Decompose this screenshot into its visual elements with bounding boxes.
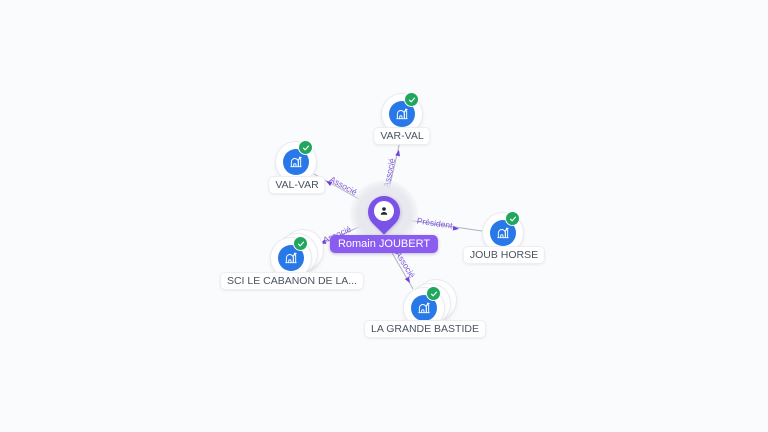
check-icon (408, 97, 415, 102)
verified-badge (404, 92, 419, 107)
company-label-val-var[interactable]: VAL-VAR (269, 177, 325, 193)
arrowhead-icon (326, 181, 333, 187)
edge-joub-horse: Président (406, 216, 483, 232)
company-label-sci-le-cabanon[interactable]: SCI LE CABANON DE LA... (220, 273, 364, 289)
person-label[interactable]: Romain JOUBERT (329, 235, 439, 253)
company-node-val-var[interactable] (276, 140, 316, 182)
company-label-var-val[interactable]: VAR-VAL (374, 128, 430, 144)
check-icon (297, 241, 304, 246)
edge-label: Associé (328, 174, 359, 197)
company-node-joub-horse[interactable] (483, 211, 523, 253)
check-icon (302, 145, 309, 150)
verified-badge (505, 211, 520, 226)
building-icon (418, 302, 430, 314)
person-pin-inner (374, 201, 394, 221)
verified-badge (298, 140, 313, 155)
person-icon (380, 207, 388, 215)
arrowhead-icon (404, 276, 410, 283)
company-label-joub-horse[interactable]: JOUB HORSE (463, 247, 545, 263)
check-icon (430, 291, 437, 296)
arrowhead-icon (452, 225, 459, 231)
verified-badge (293, 236, 308, 251)
building-icon (285, 252, 297, 264)
verified-badge (426, 286, 441, 301)
building-icon (290, 156, 302, 168)
edge-la-grande-bastide: Associé (390, 249, 417, 290)
company-label-la-grande-bastide[interactable]: LA GRANDE BASTIDE (365, 321, 485, 337)
company-node-var-val[interactable] (382, 92, 422, 134)
building-icon (497, 227, 509, 239)
check-icon (509, 216, 516, 221)
building-icon (396, 108, 408, 120)
arrowhead-icon (395, 150, 400, 157)
company-node-sci-le-cabanon[interactable] (271, 230, 323, 278)
edge-label: Président (416, 216, 454, 231)
